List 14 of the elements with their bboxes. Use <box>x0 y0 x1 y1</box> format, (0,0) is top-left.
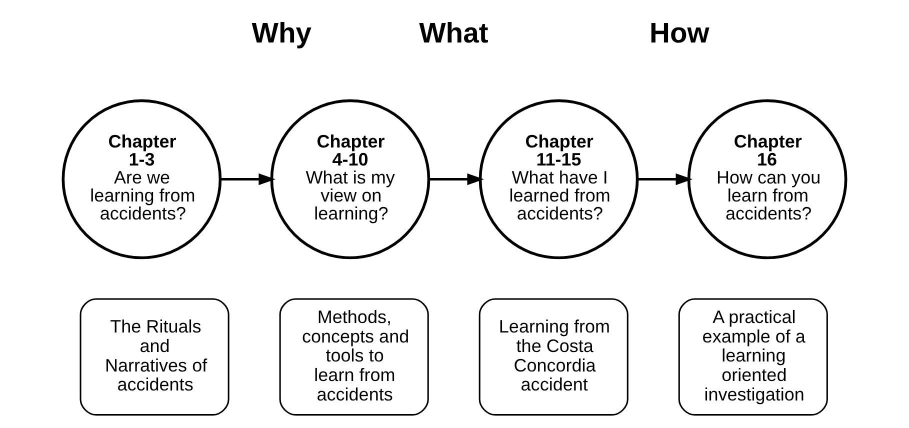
label: Why <box>252 17 312 50</box>
arrow <box>428 173 484 186</box>
node-box: The Rituals and Narratives of accidents <box>80 298 230 416</box>
arrow <box>637 173 693 186</box>
arrow <box>220 173 276 186</box>
node-circle: Chapter 16 How can you learn from accidents? <box>687 99 848 260</box>
node-box: Learning from the Costa Concordia accident <box>478 298 628 416</box>
label: What <box>419 17 488 50</box>
node-box: Methods, concepts and tools to learn from accidents <box>279 298 429 416</box>
node-circle: Chapter 11-15 What have I learned from accidents? <box>478 99 639 260</box>
label: How <box>650 17 710 50</box>
node-circle: Chapter 1-3 Are we learning from accidents? <box>62 99 222 260</box>
node-box: A practical example of a learning oriented investigation <box>678 298 828 416</box>
node-circle: Chapter 4-10 What is my view on learning? <box>270 99 430 260</box>
